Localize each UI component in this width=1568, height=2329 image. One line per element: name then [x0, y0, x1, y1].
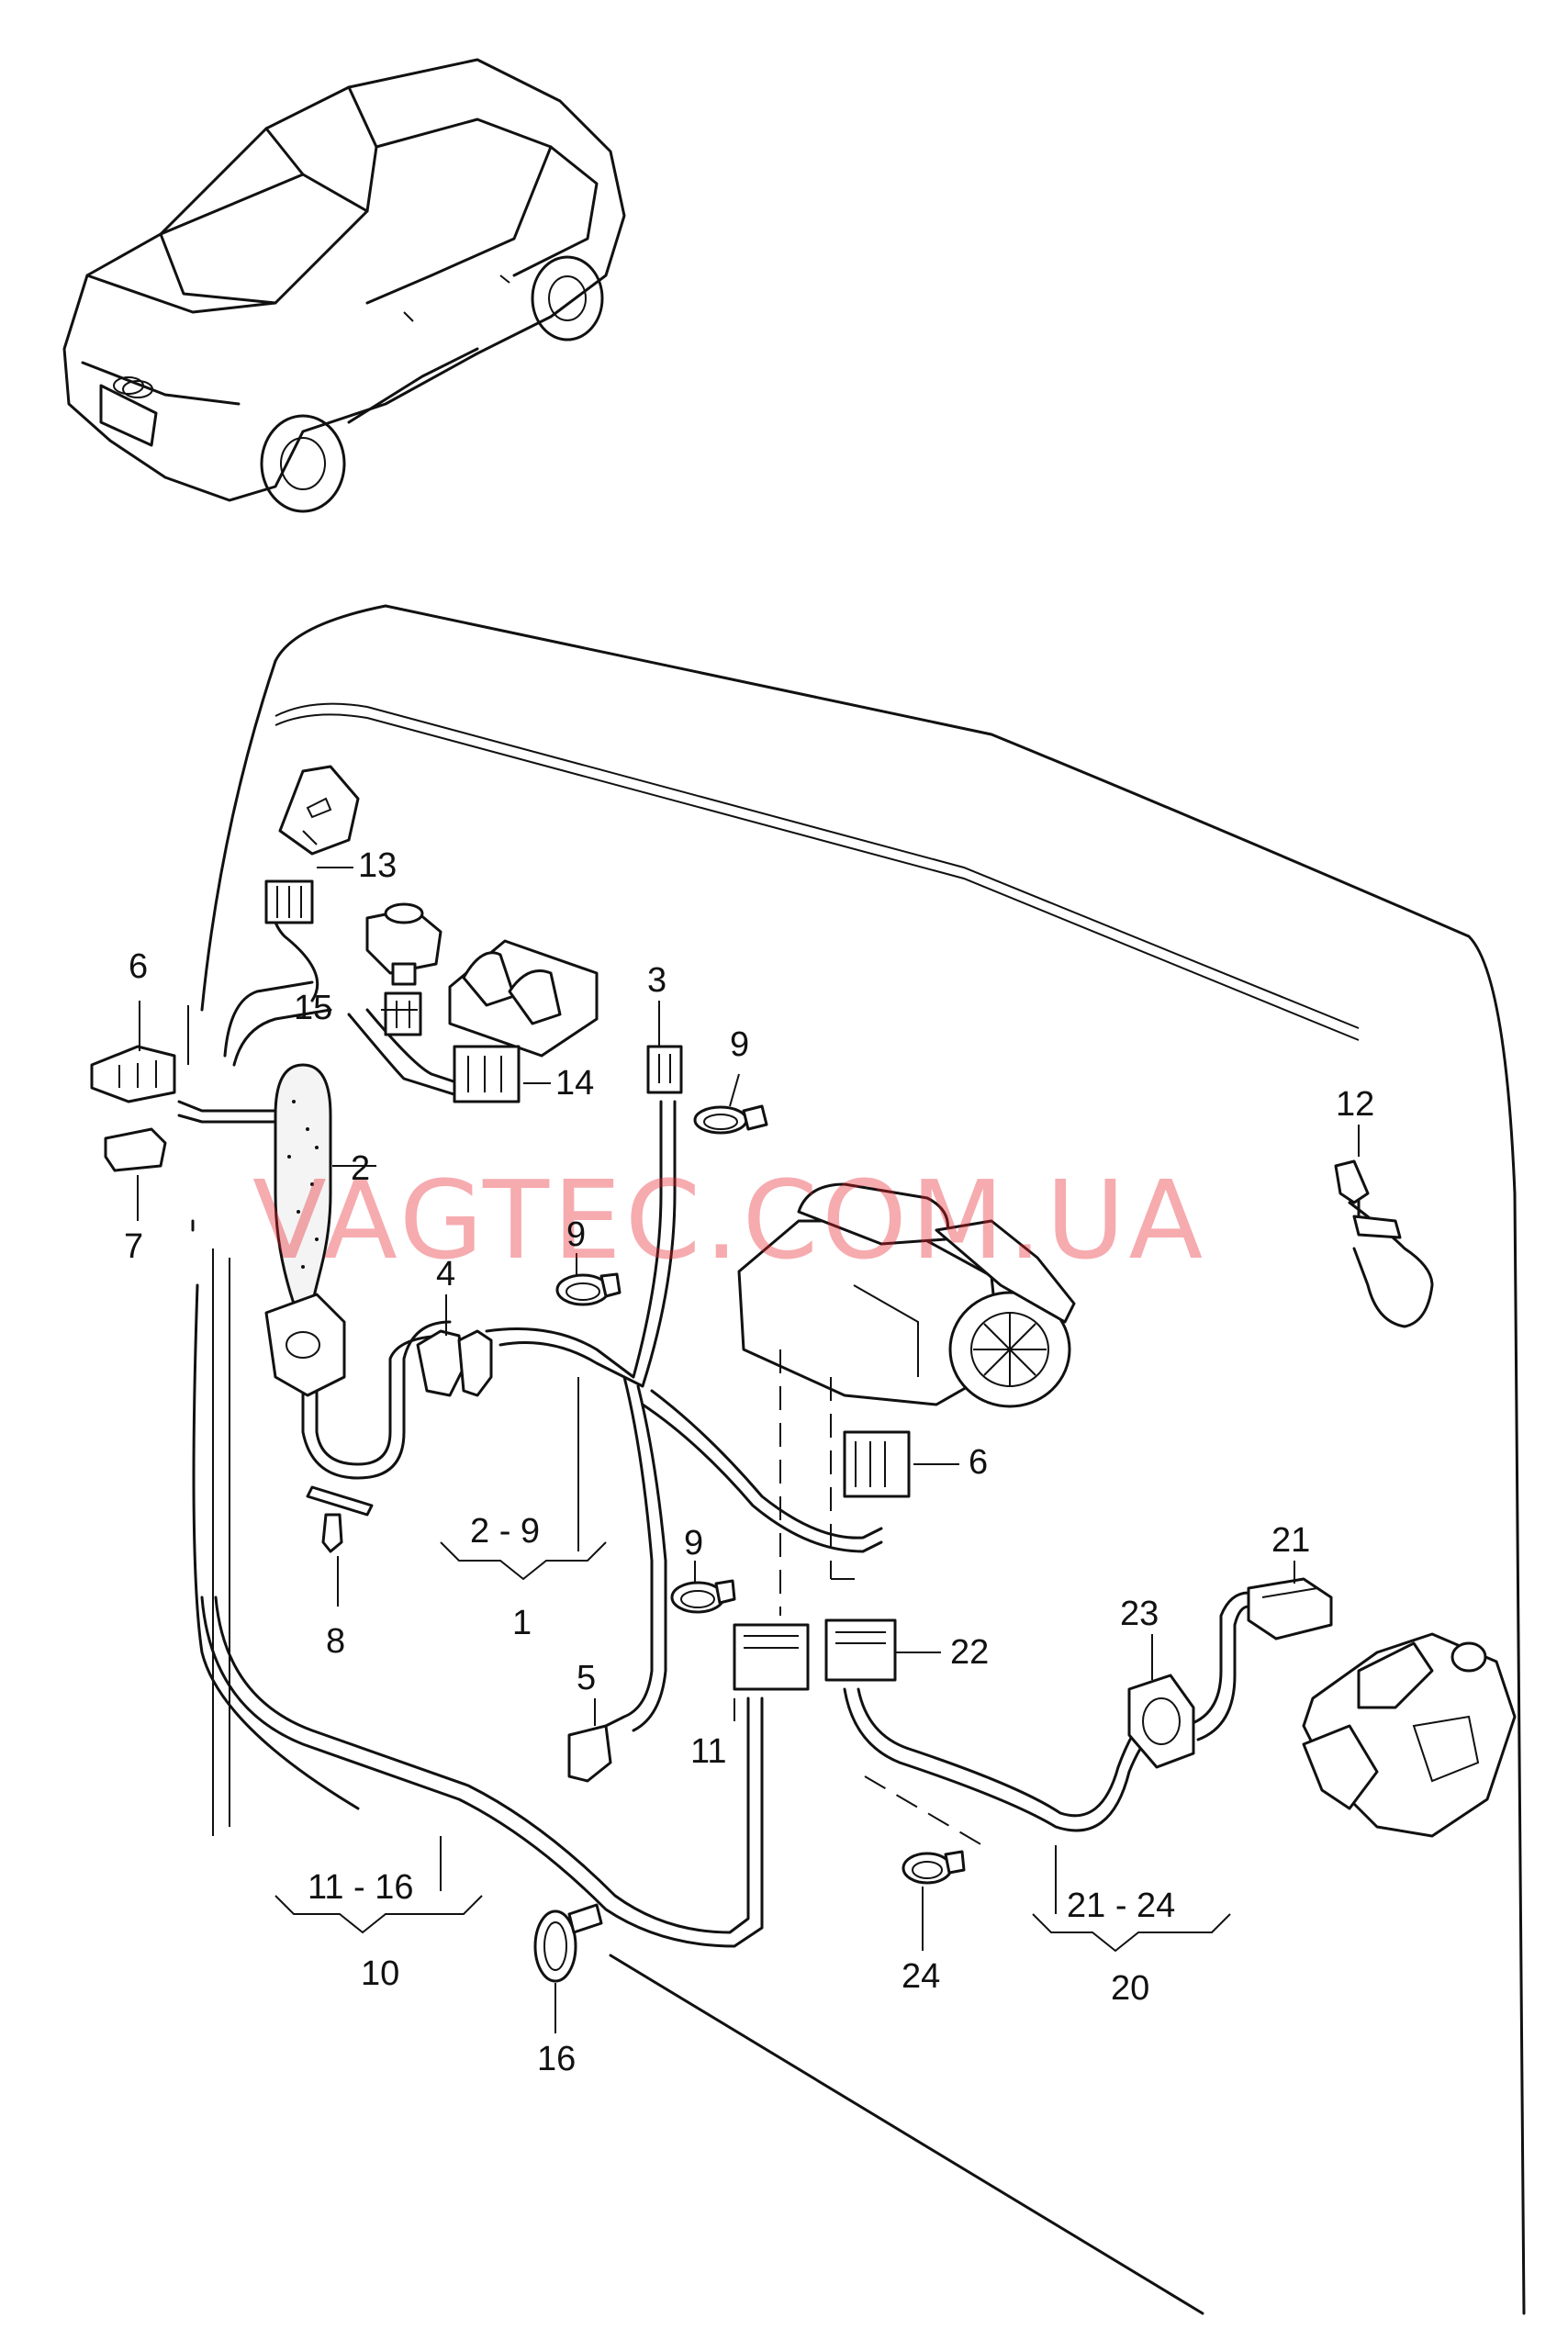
- parts: [90, 765, 1517, 1983]
- callout-9-middle: 9: [566, 1215, 586, 1254]
- group-label-21-24: 21 - 24: [1067, 1887, 1175, 1925]
- callout-5: 5: [577, 1659, 596, 1697]
- car-illustration: [62, 58, 626, 513]
- callout-12: 12: [1336, 1085, 1374, 1124]
- callout-11: 11: [690, 1732, 726, 1771]
- callout-15: 15: [294, 989, 332, 1027]
- group-label-2-9: 2 - 9: [470, 1512, 540, 1551]
- callout-23: 23: [1120, 1595, 1159, 1633]
- wiring-harness: [177, 879, 1434, 1948]
- callout-14: 14: [555, 1064, 594, 1103]
- group-label-11-16: 11 - 16: [308, 1868, 413, 1907]
- callout-9-top: 9: [730, 1025, 749, 1064]
- leader-lines: [137, 867, 1360, 2033]
- callout-10: 10: [361, 1954, 399, 1993]
- callout-21: 21: [1271, 1521, 1310, 1560]
- callout-22: 22: [950, 1633, 989, 1672]
- callout-4: 4: [436, 1255, 455, 1293]
- callout-2: 2: [351, 1149, 370, 1188]
- callout-6-left: 6: [129, 947, 148, 986]
- door-outline: [191, 604, 1526, 2315]
- callout-1: 1: [512, 1604, 532, 1642]
- callout-6-right: 6: [969, 1443, 988, 1482]
- callout-8: 8: [326, 1622, 345, 1661]
- callout-20: 20: [1111, 1969, 1149, 2008]
- callout-13: 13: [358, 846, 397, 885]
- callout-3: 3: [647, 961, 666, 1000]
- callout-16: 16: [537, 2040, 576, 2078]
- callout-7: 7: [124, 1227, 143, 1266]
- watermark-text: VAGTEC.COM.UA: [252, 1157, 1206, 1283]
- callout-labels: 6 7 2 8 4 13 15 14 3 9 9 9 5 6 22 11 21 …: [124, 846, 1374, 2078]
- callout-9-bottom: 9: [684, 1524, 703, 1562]
- callout-24: 24: [902, 1957, 940, 1996]
